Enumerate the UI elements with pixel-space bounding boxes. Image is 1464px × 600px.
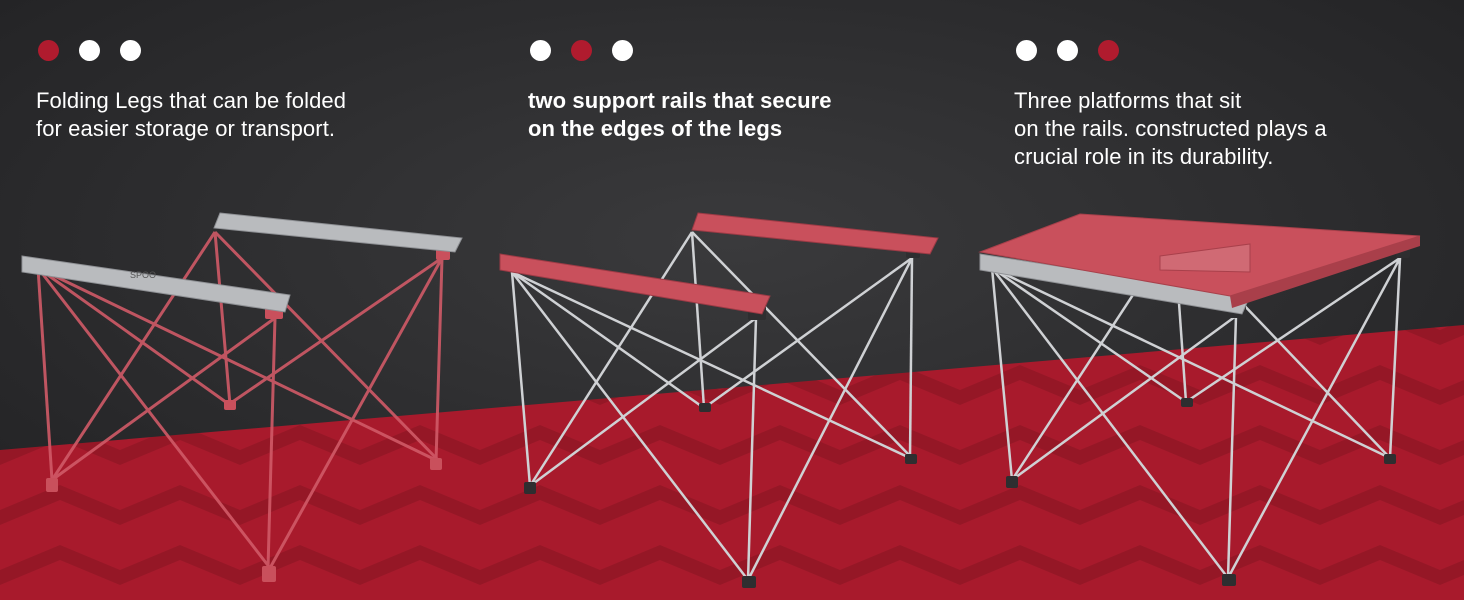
panel-caption: Folding Legs that can be folded for easi… — [36, 87, 346, 143]
folding-legs — [510, 231, 914, 581]
step-dot-3 — [1098, 40, 1119, 61]
panel-platforms: Three platforms that sit on the rails. c… — [1014, 40, 1327, 171]
support-rails — [499, 212, 939, 315]
step-indicator — [38, 40, 346, 61]
step-dot-1 — [530, 40, 551, 61]
caption-line: on the rails. constructed plays a — [1014, 116, 1327, 141]
caption-line: crucial role in its durability. — [1014, 144, 1274, 169]
step-dot-3 — [612, 40, 633, 61]
support-rails — [21, 212, 463, 313]
step-indicator — [530, 40, 832, 61]
caption-line: two support rails that secure — [528, 88, 832, 113]
panel-rails: two support rails that secure on the edg… — [528, 40, 832, 143]
step-dot-2 — [79, 40, 100, 61]
folding-legs — [990, 231, 1402, 579]
panel-caption: two support rails that secure on the edg… — [528, 87, 832, 143]
caption-line: Three platforms that sit — [1014, 88, 1242, 113]
caption-line: for easier storage or transport. — [36, 116, 336, 141]
folding-legs — [36, 230, 444, 569]
brand-mark: SPOO — [130, 270, 156, 280]
panel-legs: Folding Legs that can be folded for easi… — [36, 40, 346, 143]
step-dot-1 — [1016, 40, 1037, 61]
caption-line: Folding Legs that can be folded — [36, 88, 347, 113]
red-chevron-band — [0, 325, 1464, 600]
step-dot-2 — [1057, 40, 1078, 61]
platforms — [978, 213, 1421, 308]
step-dot-2 — [571, 40, 592, 61]
panel-caption: Three platforms that sit on the rails. c… — [1014, 87, 1327, 171]
step-dot-1 — [38, 40, 59, 61]
step-indicator — [1016, 40, 1327, 61]
caption-line: on the edges of the legs — [528, 116, 783, 141]
step-dot-3 — [120, 40, 141, 61]
